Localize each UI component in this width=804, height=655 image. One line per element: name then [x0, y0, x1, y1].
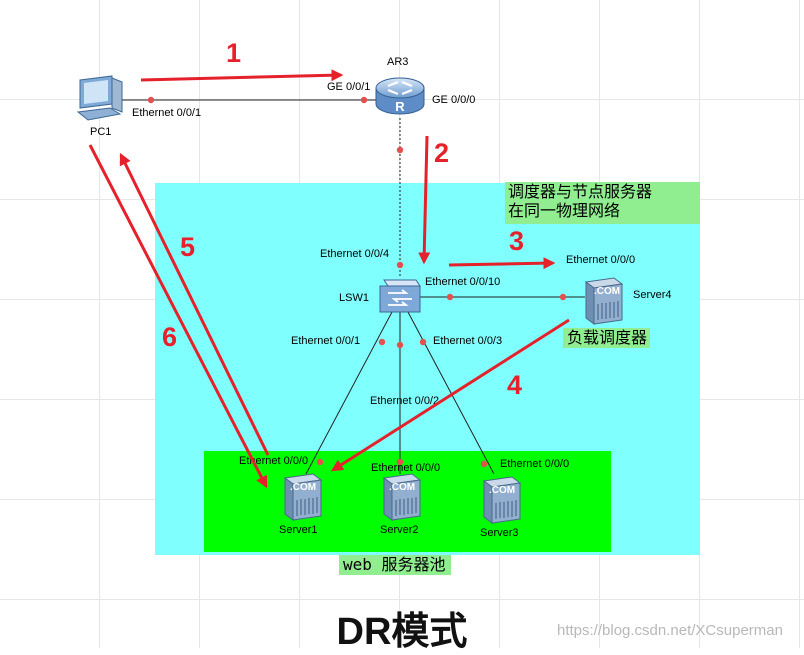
- server3-label: Server3: [480, 527, 519, 539]
- device-lsw1[interactable]: [378, 276, 422, 316]
- step-number-5: 5: [180, 232, 196, 262]
- server2-badge: .COM: [389, 482, 416, 493]
- port-dot: [480, 460, 488, 468]
- port-label-server2: Ethernet 0/0/0: [371, 462, 441, 474]
- port-dot: [559, 293, 567, 301]
- server3-badge: .COM: [489, 485, 516, 496]
- diagram-title: DR模式: [336, 611, 468, 653]
- web-pool-note: web 服务器池: [339, 555, 451, 575]
- lsw1-label: LSW1: [339, 292, 369, 304]
- port-dot: [378, 338, 386, 346]
- step-number-4: 4: [507, 370, 523, 400]
- arrow-step-2: [418, 135, 431, 265]
- port-label-pc1: Ethernet 0/0/1: [132, 107, 202, 119]
- device-server3[interactable]: .COM: [480, 473, 522, 525]
- server-icon: [283, 473, 323, 521]
- port-dot: [360, 96, 368, 104]
- same-network-note-line1: 调度器与节点服务器: [508, 182, 653, 201]
- arrow-step-3: [448, 257, 556, 270]
- port-label-ar3-ge001: GE 0/0/1: [327, 81, 371, 93]
- port-dot: [396, 458, 404, 466]
- port-dot: [396, 341, 404, 349]
- ar3-label: AR3: [387, 56, 409, 68]
- port-label-server3: Ethernet 0/0/0: [500, 458, 570, 470]
- port-label-lsw1-eth004: Ethernet 0/0/4: [320, 248, 390, 260]
- same-network-note-line2: 在同一物理网络: [508, 201, 621, 220]
- switch-icon: [379, 279, 421, 313]
- watermark: https://blog.csdn.net/XCsuperman: [557, 622, 783, 639]
- server-icon: [584, 277, 624, 325]
- step-number-1: 1: [226, 38, 242, 68]
- same-network-note: 调度器与节点服务器在同一物理网络: [505, 182, 700, 224]
- port-dot: [316, 458, 324, 466]
- port-dot: [419, 338, 427, 346]
- server2-label: Server2: [380, 524, 419, 536]
- device-server1[interactable]: .COM: [281, 470, 323, 522]
- device-pc1[interactable]: [74, 74, 126, 122]
- port-label-server4: Ethernet 0/0/0: [566, 254, 636, 266]
- step-number-6: 6: [162, 322, 178, 352]
- server-icon: [382, 473, 422, 521]
- server1-badge: .COM: [290, 482, 317, 493]
- arrow-step-1: [140, 69, 344, 82]
- step-number-3: 3: [509, 226, 525, 256]
- load-balancer-note: 负载调度器: [563, 328, 651, 348]
- server4-label: Server4: [633, 289, 672, 301]
- port-label-lsw1-eth002: Ethernet 0/0/2: [370, 395, 440, 407]
- server1-label: Server1: [279, 524, 318, 536]
- arrow-step-6: [88, 144, 268, 489]
- server4-badge: .COM: [594, 286, 621, 297]
- port-label-ar3-ge000: GE 0/0/0: [432, 94, 476, 106]
- pc1-label: PC1: [90, 126, 112, 138]
- router-icon: R: [375, 77, 425, 115]
- svg-text:R: R: [395, 99, 405, 114]
- link-lsw1-server1[interactable]: [305, 311, 393, 475]
- arrow-step-5: [119, 152, 270, 456]
- pc-icon: [76, 75, 123, 121]
- device-server2[interactable]: .COM: [380, 470, 422, 522]
- port-label-lsw1-eth0010: Ethernet 0/0/10: [425, 276, 501, 288]
- port-label-lsw1-eth003: Ethernet 0/0/3: [433, 335, 503, 347]
- port-dot: [446, 293, 454, 301]
- server-icon: [482, 476, 522, 524]
- port-label-lsw1-eth001: Ethernet 0/0/1: [291, 335, 361, 347]
- port-dot: [396, 261, 404, 269]
- port-dot: [147, 96, 155, 104]
- port-dot: [396, 146, 404, 154]
- arrow-step-4: [330, 318, 570, 472]
- device-server4[interactable]: .COM: [582, 274, 624, 326]
- step-number-2: 2: [434, 138, 450, 168]
- device-ar3[interactable]: R: [374, 72, 426, 120]
